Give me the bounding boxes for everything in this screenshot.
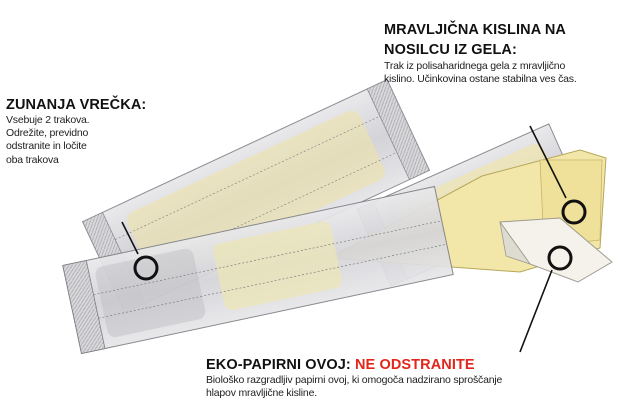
gel-strip-line: kislino. Učinkovina ostane stabilna ves …: [384, 73, 577, 86]
outer-pouch-front: [62, 185, 454, 355]
outer-pouch-label: ZUNANJA VREČKA: Vsebuje 2 trakova. Odrež…: [6, 97, 176, 167]
outer-pouch-line: Odrežite, previdno: [6, 127, 89, 140]
eco-wrap-warning: NE ODSTRANITE: [354, 357, 475, 373]
eco-wrap-label: EKO-PAPIRNI OVOJ: NE ODSTRANITE Biološko…: [206, 357, 626, 400]
callout-eco-wrap: [519, 245, 573, 353]
eco-wrap-title-text: EKO-PAPIRNI OVOJ:: [206, 357, 355, 373]
callout-gel-strip: [529, 125, 587, 225]
gel-strip-line: Trak iz polisaharidnega gela z mravljičn…: [384, 60, 566, 72]
callout-outer-pouch: [121, 221, 159, 281]
eco-wrap-line: hlapov mravljične kisline.: [206, 387, 317, 400]
gel-strip-label: MRAVLJIČNA KISLINA NA NOSILCU IZ GELA: T…: [384, 20, 624, 86]
outer-pouch-title: ZUNANJA VREČKA:: [6, 97, 147, 113]
eco-wrap-line: Biološko razgradljiv papirni ovoj, ki om…: [206, 373, 503, 386]
outer-pouch-line: oba trakova: [6, 153, 59, 166]
eco-wrap-title: EKO-PAPIRNI OVOJ: NE ODSTRANITE: [206, 357, 626, 374]
eco-paper-wrap: [499, 217, 613, 283]
outer-pouch-line: odstranite in ločite: [6, 140, 87, 153]
outer-pouch-line: Vsebuje 2 trakova.: [6, 113, 90, 126]
gel-strip-title: MRAVLJIČNA KISLINA NA: [384, 22, 567, 38]
gel-strip-title: NOSILCU IZ GELA:: [384, 42, 517, 58]
